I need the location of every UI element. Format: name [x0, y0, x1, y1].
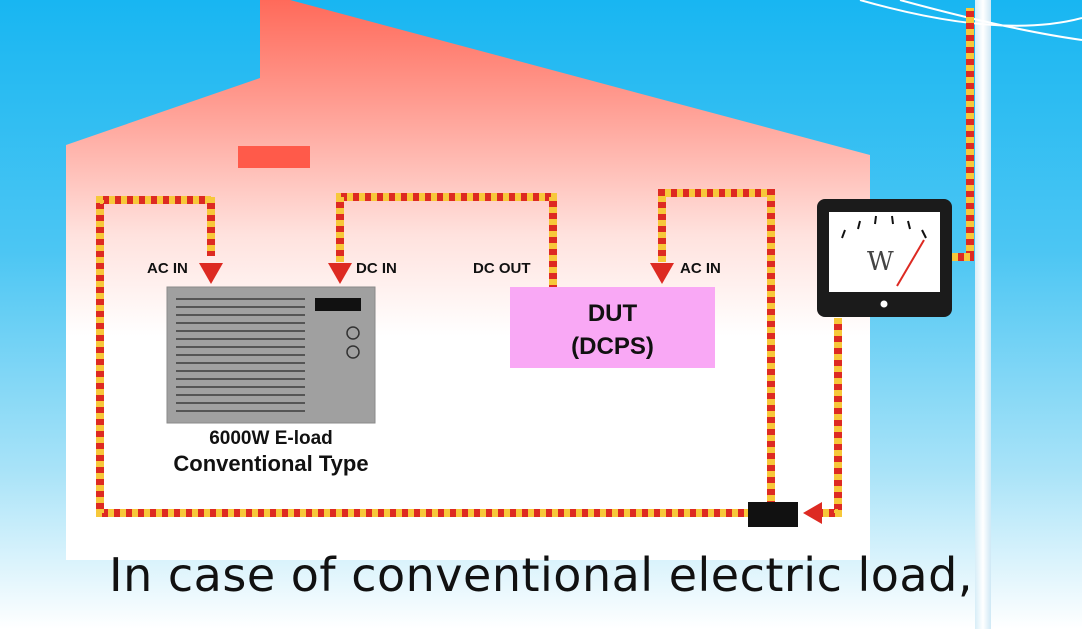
wire-dut-to-eload-dc [336, 193, 557, 287]
eload-display [315, 298, 361, 311]
eload-unit [166, 286, 376, 424]
arrow-eload-dc-in [328, 263, 352, 284]
wire-meter-to-outlet [822, 318, 842, 517]
power-meter [817, 199, 952, 317]
eload-rating-label: 6000W E-load [209, 428, 333, 449]
meter-unit-label: W [867, 247, 894, 277]
wire-dut-ac-loop [658, 189, 775, 503]
meter-indicator-dot [880, 300, 888, 308]
eload-vent-grille [176, 298, 305, 412]
dut-title: DUT [587, 300, 638, 327]
arrow-dut-ac-in [650, 263, 674, 284]
utility-pole [859, 0, 1082, 629]
eload-ac-in-label: AC IN [147, 260, 188, 277]
eload-knob-top [346, 326, 360, 340]
house-vent [238, 146, 310, 168]
arrow-outlet [803, 502, 822, 524]
dut-subtitle: (DCPS) [571, 333, 654, 360]
dut-ac-in-label: AC IN [680, 260, 721, 277]
arrow-eload-ac-in [199, 263, 223, 284]
wire-pole-to-meter [952, 8, 974, 261]
wire-eload-ac-loop [96, 196, 748, 517]
caption: In case of conventional electric load, [109, 548, 973, 602]
dut-box [510, 287, 715, 368]
outlet-box [748, 502, 798, 527]
eload-knob-bottom [346, 345, 360, 359]
eload-dc-in-label: DC IN [356, 260, 397, 277]
meter-needle [896, 239, 925, 287]
eload-type-label: Conventional Type [173, 451, 369, 476]
dut-dc-out-label: DC OUT [473, 260, 531, 277]
meter-scale-ticks [841, 215, 927, 239]
